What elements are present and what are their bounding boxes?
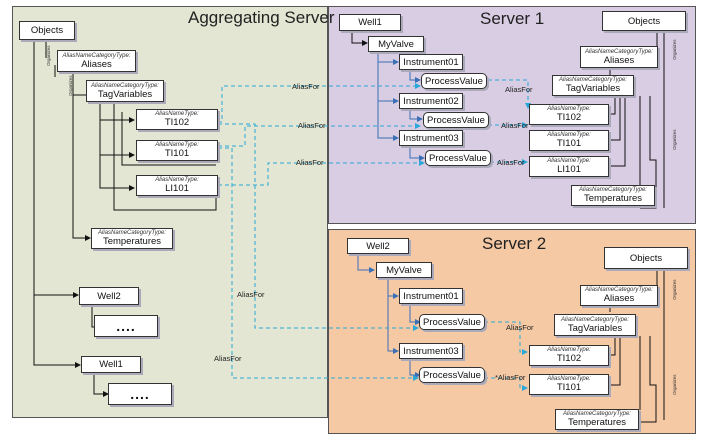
s1-myvalve-node[interactable]: MyValve bbox=[368, 36, 424, 52]
agg-ti101-node[interactable]: AliasNameType: TI101 bbox=[136, 140, 218, 161]
s1-ti101-label: TI101 bbox=[556, 138, 582, 149]
agg-ti102-label: TI102 bbox=[164, 117, 190, 128]
s2-tagvariables-label: TagVariables bbox=[567, 322, 623, 334]
s2-ti102-label: TI102 bbox=[556, 353, 582, 364]
agg-tagvariables-label: TagVariables bbox=[97, 88, 153, 100]
agg-well2-node[interactable]: Well2 bbox=[79, 287, 139, 305]
agg-li101-node[interactable]: AliasNameType: LI101 bbox=[136, 175, 218, 196]
s1-ti101-node[interactable]: AliasNameType: TI101 bbox=[529, 130, 609, 151]
s2-processvalue3-node[interactable]: ProcessValue bbox=[419, 367, 485, 383]
agg-ti102-node[interactable]: AliasNameType: TI102 bbox=[136, 109, 218, 130]
s2-aliases-label: Aliases bbox=[603, 293, 635, 304]
s2-ti101-node[interactable]: AliasNameType: TI101 bbox=[529, 374, 609, 395]
s1-ti101-type: AliasNameType: bbox=[547, 132, 591, 138]
s1-temperatures-label: Temperatures bbox=[583, 193, 643, 204]
agg-aliases-type: AliasNameCategoryType: bbox=[62, 52, 131, 59]
s2-processvalue1-node[interactable]: ProcessValue bbox=[419, 314, 485, 330]
s2-objects-node[interactable]: Objects bbox=[604, 247, 688, 269]
agg-li101-type: AliasNameType: bbox=[155, 177, 199, 183]
s1-organizes-label-bottom: Organizes bbox=[672, 129, 677, 150]
s2-instrument03-node[interactable]: Instrument03 bbox=[399, 343, 463, 359]
aliasfor-label-8: AliasFor bbox=[214, 354, 242, 363]
agg-objects-node[interactable]: Objects bbox=[19, 21, 75, 40]
agg-ti102-type: AliasNameType: bbox=[155, 111, 199, 117]
s2-organizes-label-bottom: Organizes bbox=[672, 374, 677, 395]
agg-well1-more[interactable]: .... bbox=[108, 383, 172, 405]
s1-li101-node[interactable]: AliasNameType: LI101 bbox=[529, 156, 609, 177]
agg-tagvariables-node[interactable]: AliasNameCategoryType: TagVariables bbox=[86, 80, 164, 102]
s2-ti101-label: TI101 bbox=[556, 382, 582, 393]
s1-instrument02-node[interactable]: Instrument02 bbox=[399, 93, 463, 109]
s1-instrument01-node[interactable]: Instrument01 bbox=[399, 54, 463, 70]
s1-processvalue1-node[interactable]: ProcessValue bbox=[421, 73, 487, 89]
s1-ti102-type: AliasNameType: bbox=[547, 106, 591, 112]
aliasfor-label-4: AliasFor bbox=[505, 85, 533, 94]
agg-temperatures-label: Temperatures bbox=[102, 236, 162, 247]
s1-objects-node[interactable]: Objects bbox=[602, 11, 686, 31]
agg-organizes-label-a: Organizes bbox=[46, 45, 51, 66]
aliasfor-label-2: AliasFor bbox=[298, 121, 326, 130]
agg-ti101-label: TI101 bbox=[164, 148, 190, 159]
s1-processvalue3-node[interactable]: ProcessValue bbox=[425, 150, 491, 166]
agg-tagvariables-type: AliasNameCategoryType: bbox=[91, 82, 159, 89]
agg-li101-label: LI101 bbox=[165, 183, 189, 194]
s1-li101-label: LI101 bbox=[557, 164, 581, 175]
agg-well1-node[interactable]: Well1 bbox=[81, 356, 141, 373]
s1-tagvariables-node[interactable]: AliasNameCategoryType: TagVariables bbox=[552, 75, 634, 96]
agg-temperatures-node[interactable]: AliasNameCategoryType: Temperatures bbox=[91, 228, 173, 249]
s1-organizes-label-top: Organizes bbox=[672, 39, 677, 60]
s1-instrument03-node[interactable]: Instrument03 bbox=[399, 130, 463, 146]
agg-well2-more[interactable]: .... bbox=[94, 315, 158, 337]
s2-aliases-node[interactable]: AliasNameCategoryType: Aliases bbox=[580, 285, 658, 306]
server2-title: Server 2 bbox=[482, 234, 547, 253]
aggregating-server-title: Aggregating Server bbox=[188, 8, 335, 27]
agg-ti101-type: AliasNameType: bbox=[155, 142, 199, 148]
aliasfor-label-1: AliasFor bbox=[292, 82, 320, 91]
s2-tagvariables-node[interactable]: AliasNameCategoryType: TagVariables bbox=[554, 314, 636, 336]
s2-temperatures-label: Temperatures bbox=[567, 417, 627, 428]
s2-instrument01-node[interactable]: Instrument01 bbox=[399, 288, 463, 304]
s2-organizes-label-top: Organizes bbox=[672, 279, 677, 300]
s2-temperatures-node[interactable]: AliasNameCategoryType: Temperatures bbox=[555, 409, 639, 430]
s2-tagvariables-type: AliasNameCategoryType: bbox=[561, 316, 629, 323]
s1-tagvariables-label: TagVariables bbox=[565, 83, 621, 94]
agg-temperatures-type: AliasNameCategoryType: bbox=[98, 230, 166, 236]
s1-ti102-node[interactable]: AliasNameType: TI102 bbox=[529, 104, 609, 125]
s1-tagvariables-type: AliasNameCategoryType: bbox=[559, 77, 627, 83]
aliasfor-label-5: AliasFor bbox=[501, 121, 529, 130]
agg-organizes-label-b: Organizes bbox=[68, 75, 73, 96]
s2-ti101-type: AliasNameType: bbox=[547, 376, 591, 382]
s1-well1-node[interactable]: Well1 bbox=[339, 14, 401, 31]
aliasfor-label-6: AliasFor bbox=[497, 158, 525, 167]
s1-li101-type: AliasNameType: bbox=[547, 158, 591, 164]
aliasfor-label-9: AliasFor bbox=[506, 323, 534, 332]
s1-ti102-label: TI102 bbox=[556, 112, 582, 123]
s2-myvalve-node[interactable]: MyValve bbox=[376, 262, 432, 278]
aliasfor-label-7: AliasFor bbox=[237, 290, 265, 299]
s1-aliases-label: Aliases bbox=[603, 54, 635, 66]
s1-aliases-node[interactable]: AliasNameCategoryType: Aliases bbox=[580, 46, 658, 68]
s2-ti102-type: AliasNameType: bbox=[547, 347, 591, 353]
s2-ti102-node[interactable]: AliasNameType: TI102 bbox=[529, 345, 609, 366]
aliasfor-label-10: *AliasFor bbox=[495, 373, 526, 382]
s1-aliases-type: AliasNameCategoryType: bbox=[585, 48, 653, 55]
s1-temperatures-type: AliasNameCategoryType: bbox=[579, 187, 647, 193]
s1-processvalue2-node[interactable]: ProcessValue bbox=[423, 112, 489, 128]
s1-temperatures-node[interactable]: AliasNameCategoryType: Temperatures bbox=[571, 185, 655, 206]
agg-aliases-node[interactable]: AliasNameCategoryType: Aliases bbox=[57, 50, 136, 72]
agg-aliases-label: Aliases bbox=[81, 58, 112, 70]
aliasfor-label-3: AliasFor bbox=[296, 158, 324, 167]
s2-aliases-type: AliasNameCategoryType: bbox=[585, 287, 653, 293]
s2-temperatures-type: AliasNameCategoryType: bbox=[563, 411, 631, 417]
aggregating-server-panel bbox=[12, 6, 328, 418]
s2-well2-node[interactable]: Well2 bbox=[347, 238, 409, 254]
server1-title: Server 1 bbox=[480, 9, 545, 28]
